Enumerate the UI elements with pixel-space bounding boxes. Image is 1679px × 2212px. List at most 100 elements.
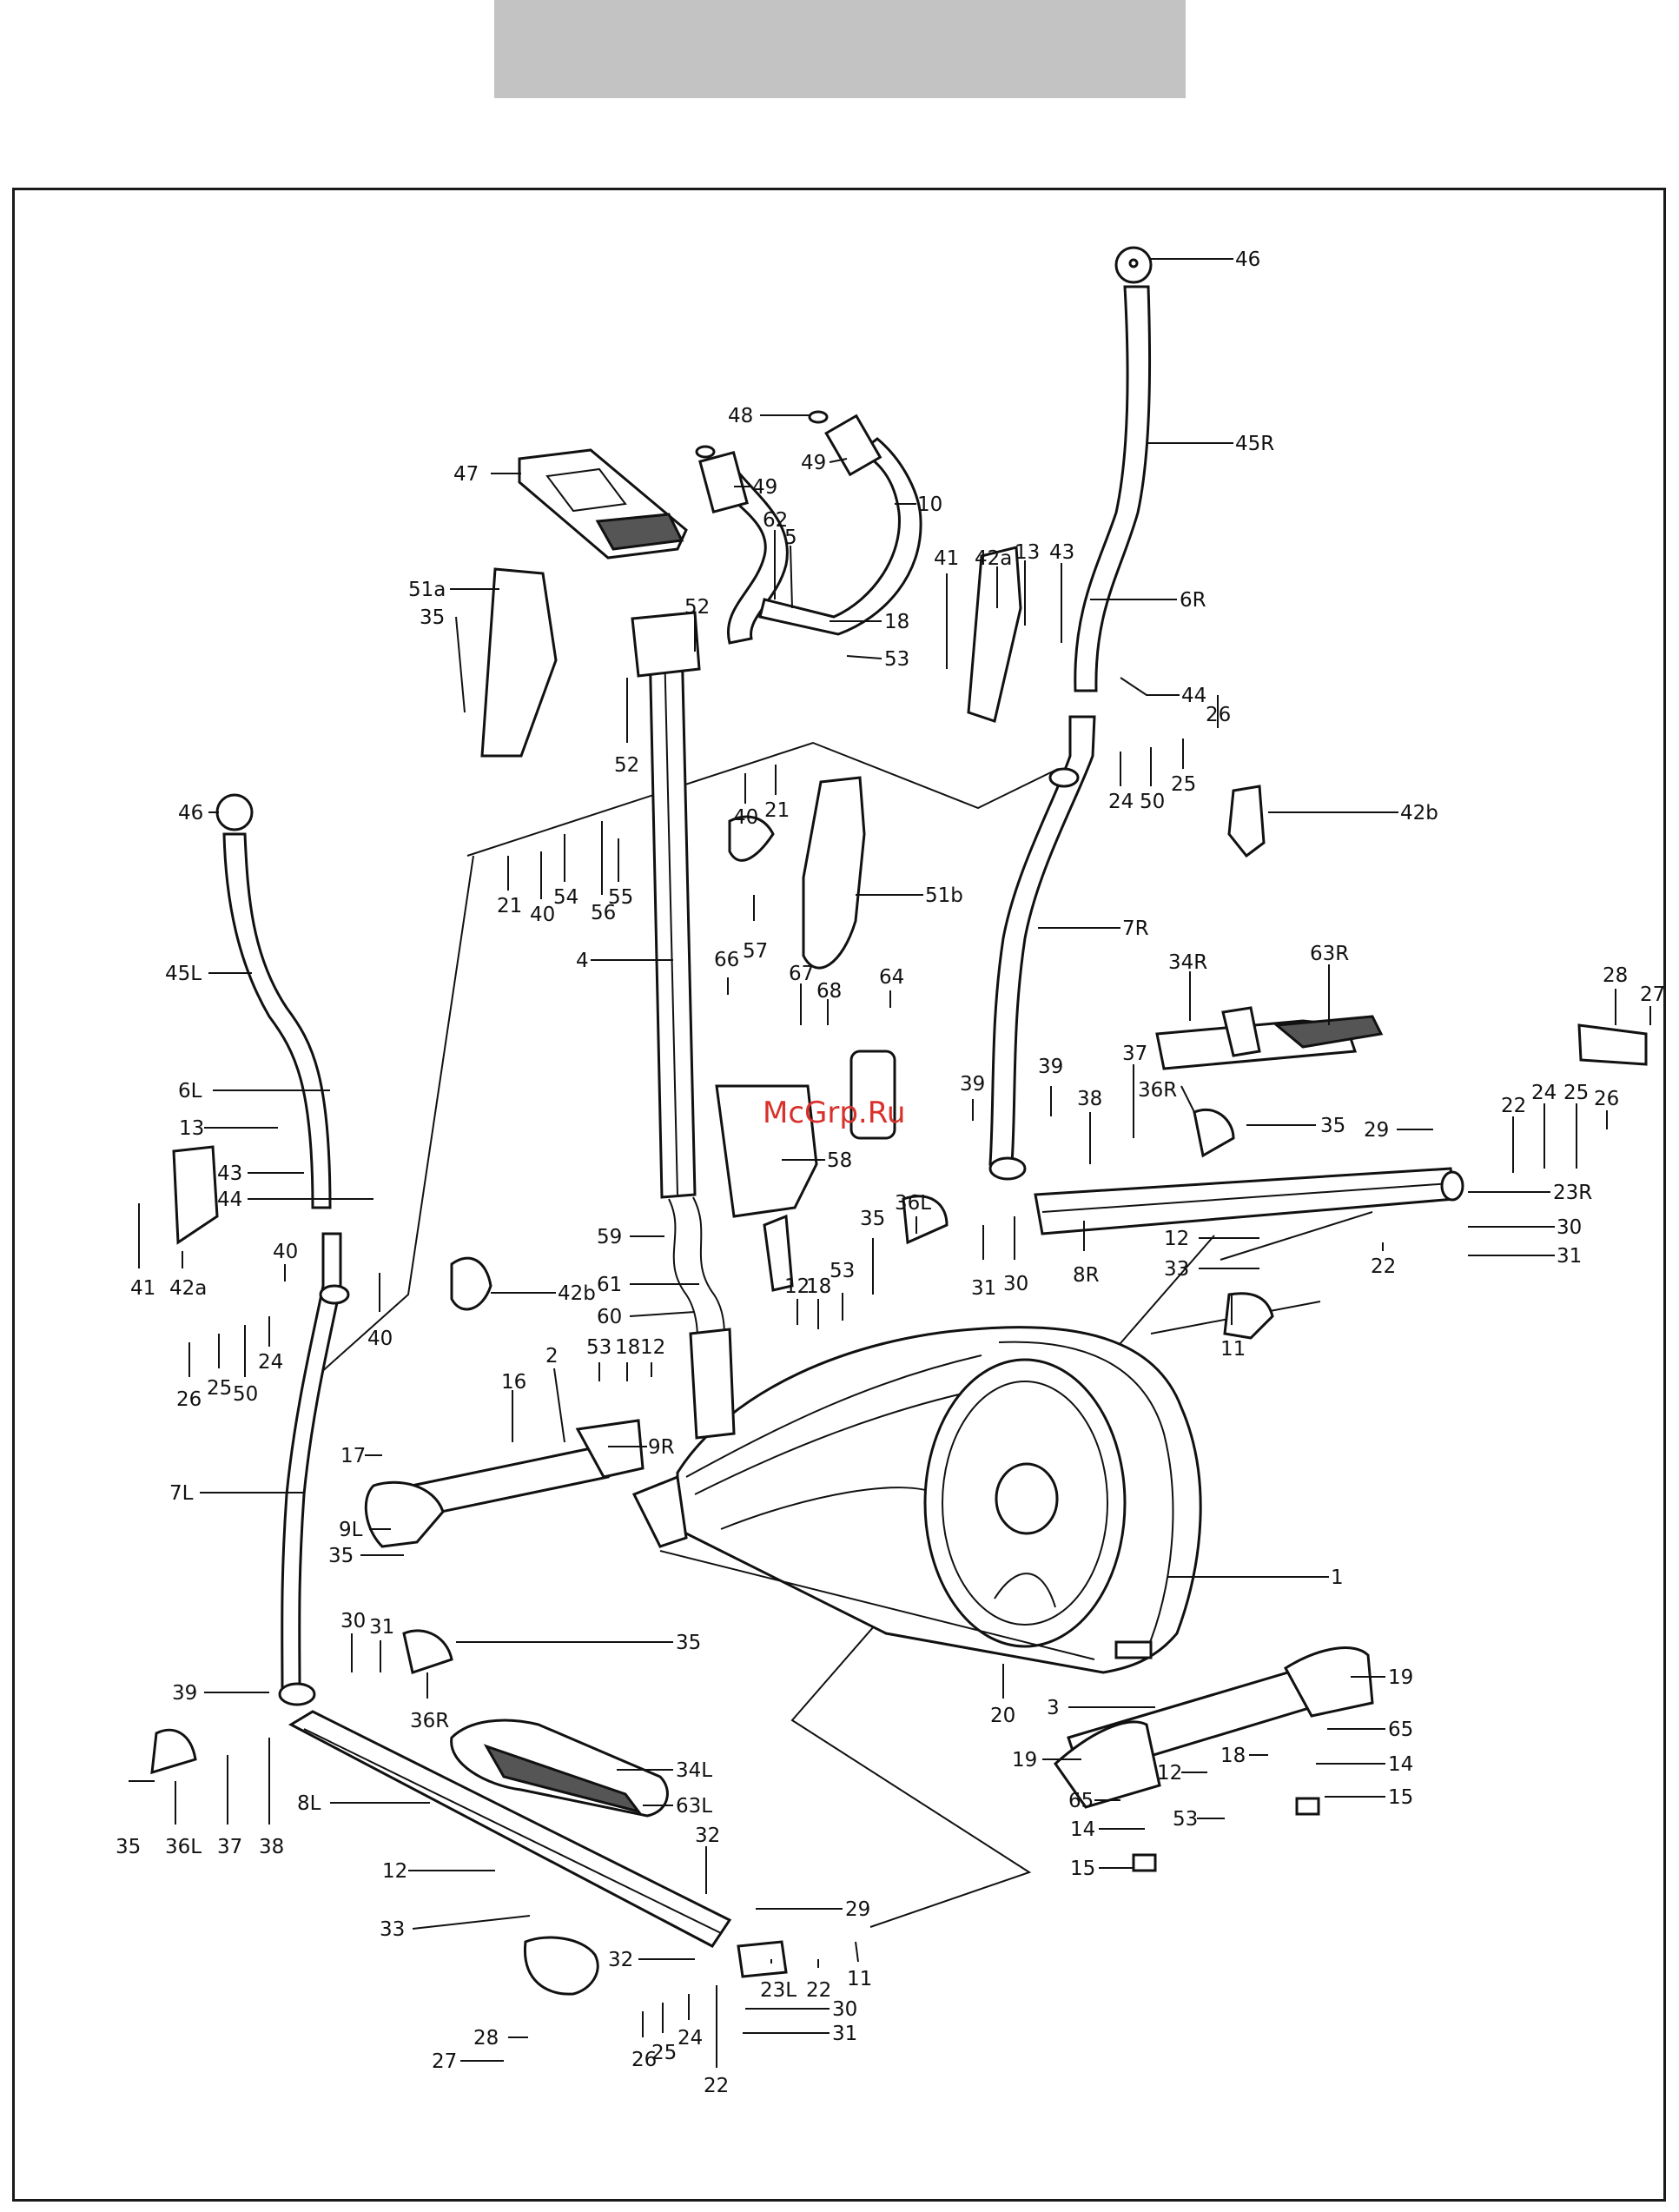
callout-3: 3: [1047, 1697, 1060, 1719]
pedal-arm-left: [288, 1710, 788, 1996]
callout-14-right: 14: [1388, 1753, 1413, 1776]
diagram-frame: [12, 188, 1666, 2202]
callout-36R-top: 36R: [1138, 1079, 1177, 1102]
callout-34R: 34R: [1168, 951, 1207, 974]
callout-50-left: 50: [233, 1383, 258, 1406]
callout-68: 68: [816, 980, 842, 1003]
callout-10: 10: [917, 493, 942, 516]
callout-57: 57: [743, 940, 768, 963]
callout-52-left: 52: [614, 754, 639, 777]
callout-36L-top: 36L: [895, 1192, 931, 1215]
header-bar: [494, 0, 1186, 98]
callout-25-right-rail: 25: [1563, 1082, 1589, 1104]
callout-48: 48: [728, 405, 753, 427]
pedal-arm-right: [1034, 1015, 1648, 1235]
callouts: 46 45R 48 49 49 10 47 62 5 18 53 41 42a …: [116, 248, 1665, 2097]
callout-46-left: 46: [178, 802, 203, 825]
callout-25-right: 25: [1171, 773, 1196, 796]
callout-30-right: 30: [1557, 1216, 1582, 1239]
callout-42b-left: 42b: [558, 1282, 596, 1305]
callout-56: 56: [591, 902, 616, 924]
callout-53-foot: 53: [1173, 1808, 1198, 1831]
callout-19-right: 19: [1388, 1666, 1413, 1689]
callout-13-top: 13: [1015, 541, 1040, 564]
callout-21-right: 21: [764, 799, 790, 822]
front-upright: [631, 611, 736, 1440]
callout-33-right: 33: [1164, 1258, 1189, 1281]
callout-50-right: 50: [1140, 791, 1165, 813]
callout-12-upright: 12: [784, 1275, 810, 1298]
callout-34L: 34L: [676, 1759, 712, 1782]
callout-41-top: 41: [934, 547, 959, 570]
handlebar: [695, 410, 922, 645]
callout-45L: 45L: [165, 963, 202, 985]
right-upper-handle: [988, 246, 1153, 1181]
callout-51a: 51a: [408, 579, 446, 601]
callout-2: 2: [545, 1345, 559, 1368]
callout-18-foot: 18: [1220, 1745, 1246, 1767]
callout-39-left: 39: [172, 1682, 197, 1705]
callout-38-right: 38: [1077, 1088, 1102, 1110]
callout-35-far-left: 35: [116, 1836, 141, 1858]
callout-63R: 63R: [1310, 943, 1349, 965]
callout-33-left: 33: [380, 1918, 405, 1941]
callout-12-left-pedal: 12: [382, 1860, 407, 1883]
callout-12-right-pedal: 12: [1164, 1228, 1189, 1250]
callout-43-top: 43: [1049, 541, 1074, 564]
callout-39-right: 39: [1038, 1056, 1063, 1078]
callout-40-left: 40: [530, 904, 555, 926]
callout-61: 61: [597, 1274, 622, 1296]
callout-25-left: 25: [207, 1377, 232, 1400]
callout-51b: 51b: [925, 884, 963, 907]
callout-35-left-pedal: 35: [676, 1632, 701, 1654]
callout-63L: 63L: [676, 1795, 712, 1818]
callout-35-center: 35: [860, 1208, 885, 1230]
callout-30-left: 30: [340, 1610, 366, 1633]
watermark-text: McGrp.Ru: [763, 1096, 905, 1130]
callout-26-bottom: 26: [631, 2049, 657, 2071]
callout-24-left: 24: [258, 1351, 283, 1374]
callout-5: 5: [784, 527, 797, 549]
callout-31-left: 31: [369, 1616, 394, 1639]
callout-67: 67: [789, 963, 814, 985]
callout-7L: 7L: [169, 1482, 194, 1505]
callout-18-left: 18: [615, 1336, 640, 1359]
callout-40-right: 40: [733, 806, 758, 829]
callout-8L: 8L: [297, 1792, 321, 1815]
callout-36R-bottom: 36R: [410, 1710, 449, 1732]
callout-31-right: 31: [1557, 1245, 1582, 1268]
callout-42b-right: 42b: [1400, 802, 1438, 825]
callout-36L-bottom: 36L: [165, 1836, 202, 1858]
callout-42a-top: 42a: [975, 547, 1012, 570]
callout-15-right: 15: [1388, 1786, 1413, 1809]
front-stabilizer: [1054, 1646, 1374, 1872]
callout-38-left: 38: [259, 1836, 284, 1858]
callout-22-bottom: 22: [704, 2075, 729, 2097]
callout-32-lower: 32: [608, 1949, 633, 1971]
callout-58: 58: [827, 1149, 852, 1172]
callout-16: 16: [501, 1371, 526, 1394]
callout-11-right: 11: [1220, 1338, 1246, 1361]
callout-43-left: 43: [217, 1162, 242, 1185]
callout-19-left: 19: [1012, 1749, 1037, 1772]
callout-4: 4: [576, 950, 589, 972]
callout-30-bottom: 30: [832, 1998, 857, 2021]
callout-18-upright: 18: [806, 1275, 831, 1298]
callout-32-upper: 32: [695, 1825, 720, 1847]
callout-37-left: 37: [217, 1836, 242, 1858]
small-parts: [150, 258, 1274, 1775]
callout-24-right: 24: [1108, 791, 1134, 813]
callout-29-left: 29: [845, 1898, 870, 1921]
callout-9L: 9L: [339, 1519, 363, 1541]
callout-22-right-lower: 22: [1371, 1255, 1396, 1278]
callout-37-right: 37: [1122, 1043, 1147, 1065]
callout-20: 20: [990, 1705, 1015, 1727]
callout-35-right-pedal: 35: [1320, 1115, 1345, 1137]
callout-55: 55: [608, 886, 633, 909]
callout-64: 64: [879, 966, 904, 989]
callout-24-bottom: 24: [678, 2027, 703, 2050]
callout-54: 54: [553, 886, 578, 909]
callout-11-left: 11: [847, 1968, 872, 1990]
callout-12-foot: 12: [1157, 1762, 1182, 1785]
